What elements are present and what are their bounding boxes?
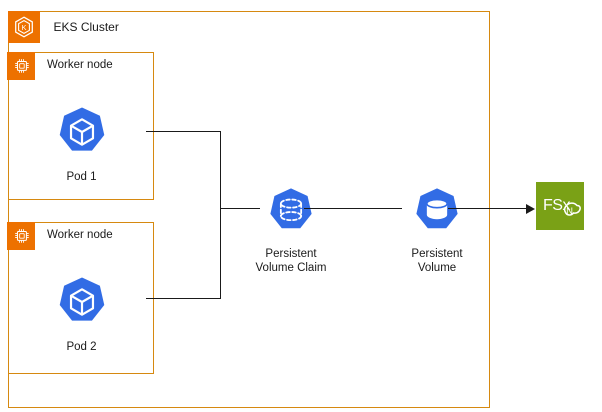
kubernetes-pv-icon <box>377 186 497 241</box>
worker-node-icon <box>7 221 35 250</box>
pod-2-node[interactable]: Pod 2 <box>22 275 142 354</box>
pod-1-label: Pod 1 <box>66 171 97 183</box>
worker-node-icon <box>7 51 35 80</box>
connector-pv-to-fsx <box>448 208 528 210</box>
pod-1-node[interactable]: Pod 1 <box>22 105 142 184</box>
connector-pod1-horizontal <box>146 131 221 133</box>
kubernetes-pvc-icon <box>231 186 351 241</box>
eks-cluster-group: K EKS Cluster <box>7 10 490 408</box>
eks-cluster-header: K EKS Cluster <box>7 10 119 43</box>
eks-cluster-icon: K <box>7 10 40 43</box>
worker-node-header-1: Worker node <box>7 51 113 80</box>
persistent-volume-claim-node[interactable]: Persistent Volume Claim <box>231 186 351 275</box>
worker-node-label-2: Worker node <box>47 228 113 241</box>
connector-pods-vertical-bus <box>220 131 222 299</box>
worker-node-group-1: Worker node Pod 1 <box>7 51 154 200</box>
worker-node-label-1: Worker node <box>47 58 113 71</box>
kubernetes-pod-icon <box>22 275 142 334</box>
connector-pod2-horizontal <box>146 298 221 300</box>
kubernetes-pod-icon <box>22 105 142 164</box>
worker-node-group-2: Worker node Pod 2 <box>7 221 154 374</box>
persistent-volume-label: Persistent Volume <box>411 248 463 274</box>
persistent-volume-node[interactable]: Persistent Volume <box>377 186 497 275</box>
connector-pvc-to-pv <box>304 208 402 210</box>
amazon-fsx-netapp-ontap-icon: FSx N <box>536 182 584 230</box>
pod-2-label: Pod 2 <box>66 341 97 353</box>
worker-node-header-2: Worker node <box>7 221 113 250</box>
amazon-fsx-node[interactable]: FSx N <box>536 182 584 230</box>
connector-pv-to-fsx-arrowhead <box>526 204 535 214</box>
eks-cluster-label: EKS Cluster <box>53 19 119 34</box>
svg-text:N: N <box>566 206 573 217</box>
svg-text:K: K <box>21 23 26 32</box>
connector-bus-to-pvc <box>220 208 260 210</box>
persistent-volume-claim-label: Persistent Volume Claim <box>255 248 327 274</box>
